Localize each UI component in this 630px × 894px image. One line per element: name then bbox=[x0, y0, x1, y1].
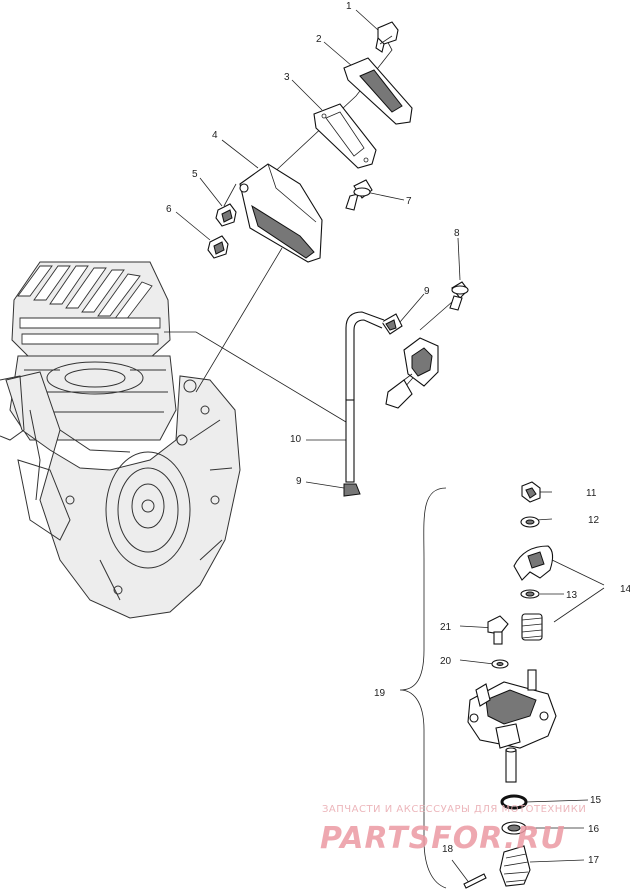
callout-8: 8 bbox=[454, 228, 460, 239]
callout-6: 6 bbox=[166, 204, 172, 215]
callout-5: 5 bbox=[192, 169, 198, 180]
part-4-intake-cover bbox=[239, 163, 323, 263]
part-17-drive-gear bbox=[499, 845, 531, 887]
part-18-pin bbox=[463, 873, 487, 889]
callout-9-lower: 9 bbox=[296, 476, 302, 487]
watermark-tagline: ЗАПЧАСТИ И АКСЕССУАРЫ ДЛЯ МОТОТЕХНИКИ bbox=[322, 804, 586, 815]
part-5-nut bbox=[215, 203, 237, 227]
part-19-oil-pump-body bbox=[467, 669, 557, 749]
callout-numbers: 1 2 3 4 5 6 7 8 9 10 9 11 12 13 14 21 20… bbox=[166, 1, 630, 866]
part-2-reed-plate bbox=[343, 57, 413, 125]
callout-7: 7 bbox=[406, 196, 412, 207]
callout-14: 14 bbox=[620, 584, 630, 595]
engine-block bbox=[0, 261, 241, 619]
callout-18: 18 bbox=[442, 844, 454, 855]
part-6-nut bbox=[207, 235, 229, 259]
callout-2: 2 bbox=[316, 34, 322, 45]
callout-19: 19 bbox=[374, 688, 386, 699]
pump-shaft bbox=[505, 747, 517, 783]
part-11-nut bbox=[521, 481, 541, 503]
callout-12: 12 bbox=[588, 515, 600, 526]
callout-4: 4 bbox=[212, 130, 218, 141]
callout-21: 21 bbox=[440, 622, 452, 633]
callout-3: 3 bbox=[284, 72, 290, 83]
callout-16: 16 bbox=[588, 824, 600, 835]
callout-10: 10 bbox=[290, 434, 302, 445]
oil-pump-upper bbox=[385, 337, 439, 409]
watermark-brand: PARTSFOR.RU bbox=[320, 821, 566, 856]
part-21-bolt bbox=[487, 615, 509, 645]
callout-17: 17 bbox=[588, 855, 600, 866]
watermark: ЗАПЧАСТИ И АКСЕССУАРЫ ДЛЯ МОТОТЕХНИКИ PA… bbox=[320, 804, 586, 856]
callout-11: 11 bbox=[586, 488, 597, 499]
callout-1: 1 bbox=[346, 1, 352, 12]
part-7-bolt bbox=[345, 179, 373, 211]
part-3-gasket bbox=[313, 103, 377, 169]
part-1-bolt bbox=[375, 21, 399, 53]
part-16-seal bbox=[501, 821, 527, 835]
callout-20: 20 bbox=[440, 656, 452, 667]
callout-13: 13 bbox=[566, 590, 578, 601]
callout-9-upper: 9 bbox=[424, 286, 430, 297]
part-14-pump-lever bbox=[513, 545, 554, 581]
part-9-hose-clamp-upper bbox=[381, 313, 403, 335]
part-8-bolt bbox=[449, 281, 469, 311]
part-15-o-ring bbox=[500, 794, 528, 810]
callout-15: 15 bbox=[590, 795, 602, 806]
part-10-oil-line bbox=[343, 311, 385, 497]
part-14-spring bbox=[521, 613, 543, 641]
part-20-washer bbox=[491, 659, 509, 669]
part-12-washer bbox=[520, 516, 540, 528]
cylinder-fins bbox=[17, 265, 161, 345]
part-13-washer bbox=[520, 589, 540, 599]
